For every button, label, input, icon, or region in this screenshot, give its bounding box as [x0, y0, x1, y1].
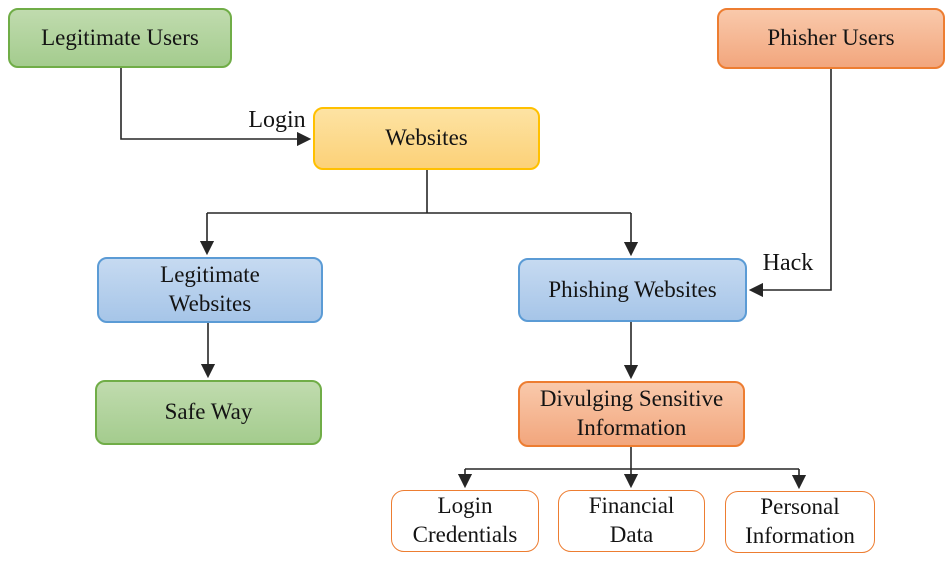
node-label: Phishing Websites [548, 276, 717, 302]
node-label: Login Credentials [412, 493, 518, 547]
node-legitimate-users: Legitimate Users [8, 8, 232, 68]
node-divulging-sensitive-information: Divulging Sensitive Information [518, 381, 745, 447]
edge-phisher-users-to-phishing-websites [748, 69, 832, 298]
node-login-credentials: Login Credentials [391, 490, 539, 552]
node-label: Safe Way [164, 399, 253, 425]
edge-legitimate-users-to-websites [120, 68, 312, 147]
node-label: Personal Information [745, 494, 855, 548]
node-financial-data: Financial Data [558, 490, 705, 552]
node-safe-way: Safe Way [95, 380, 322, 445]
node-legitimate-websites: Legitimate Websites [97, 257, 323, 323]
node-label: Websites [385, 125, 468, 151]
node-label: Divulging Sensitive Information [539, 386, 724, 440]
node-phishing-websites: Phishing Websites [518, 258, 747, 322]
node-label: Legitimate Users [41, 24, 199, 50]
node-websites: Websites [313, 107, 540, 170]
edge-label-login: Login [248, 107, 306, 133]
node-label: Financial Data [588, 493, 675, 547]
node-label: Phisher Users [767, 25, 895, 51]
node-phisher-users: Phisher Users [717, 8, 945, 69]
node-label: Legitimate Websites [160, 262, 260, 316]
edge-label-hack: Hack [762, 250, 814, 276]
node-personal-information: Personal Information [725, 491, 875, 553]
